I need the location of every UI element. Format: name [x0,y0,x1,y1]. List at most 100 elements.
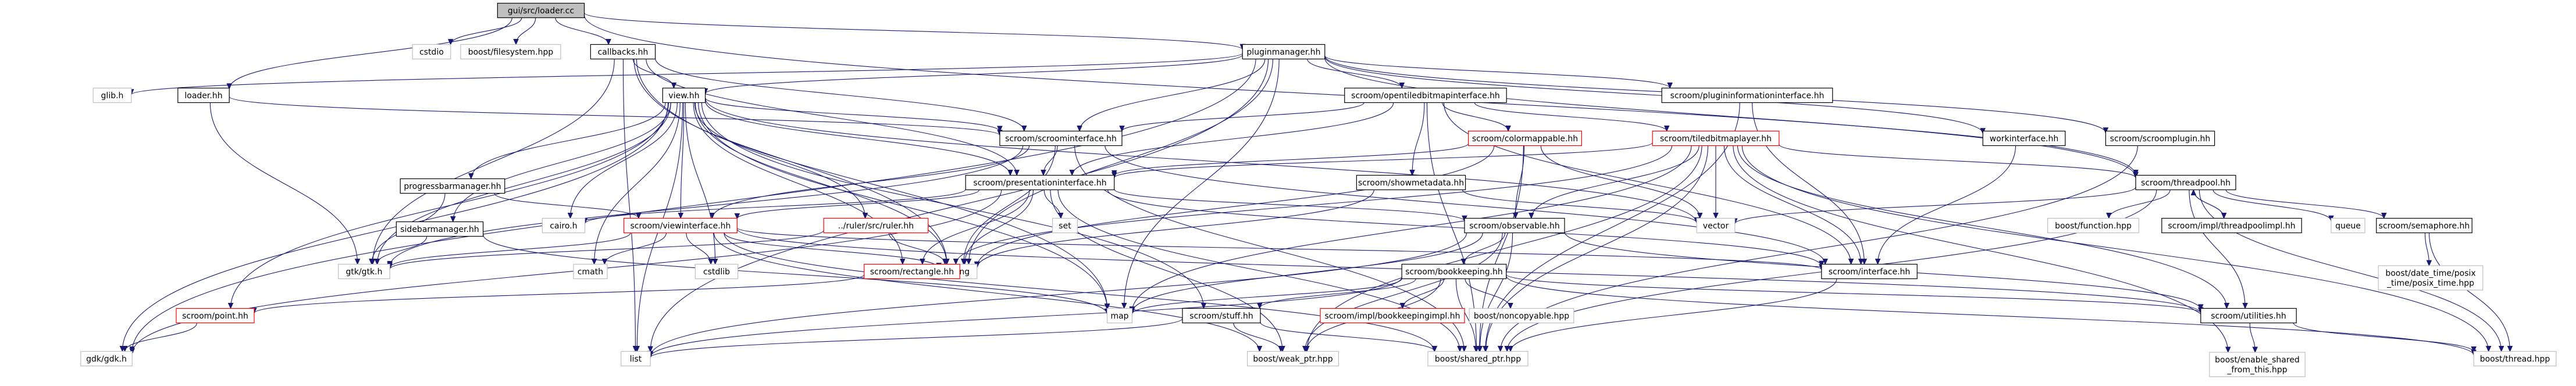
edge-plugininfo-to-interface [1752,102,1865,265]
arrowhead [2242,303,2248,309]
arrowhead [1529,213,1534,219]
node-box [1464,217,1565,234]
node-label: callbacks.hh [598,48,649,57]
arrowhead [2106,213,2112,219]
edge-threadpool-to-vector [1734,187,2136,224]
arrowhead [122,346,128,352]
arrowhead [1508,346,1513,352]
edge-tiledbitmaplayer-to-thread [1741,145,2489,352]
arrowhead [1667,83,1673,89]
node-interface[interactable]: scroom/interface.hh [1821,263,1918,280]
edge-loader_cc-to-loader_hh [229,17,512,89]
edge-tiledbitmaplayer-to-enableshared [1733,145,2229,353]
node-semaphore[interactable]: scroom/semaphore.hh [2376,217,2472,234]
edge-opentiled-to-sharedptr [1426,102,1477,352]
node-queue: queue [2331,217,2365,234]
node-threadpool[interactable]: scroom/threadpool.hh [2135,174,2236,191]
edge-observable-to-list [650,233,1467,357]
arrowhead [1041,170,1046,176]
edge-tiledbitmaplayer-to-presentation [1114,142,1653,178]
edge-scroomplugin-to-sharedptr [1500,145,2138,352]
edge-presentation-to-cairo [585,189,966,224]
node-box [177,87,230,103]
node-bookkeeping[interactable]: scroom/bookkeeping.hh [1401,263,1507,280]
node-loader-hh[interactable]: loader.hh [177,87,230,103]
arrowhead [2507,346,2513,352]
node-presentation[interactable]: scroom/presentationinterface.hh [965,174,1115,191]
edge-loader_cc-to-cstdio [450,17,522,45]
arrowhead [647,346,653,353]
node-map: map [1106,308,1132,324]
node-box [823,217,929,234]
node-colormappable[interactable]: scroom/colormappable.hh [1468,130,1583,146]
node-scroomplugin[interactable]: scroom/scroomplugin.hh [2105,130,2215,146]
node-bookkeepingimpl[interactable]: scroom/impl/bookkeepingimpl.hh [1320,308,1465,324]
node-point[interactable]: scroom/point.hh [176,308,255,324]
edge-viewinterface-to-string [724,233,939,269]
edge-bookkeeping-to-sharedptr [1455,278,1477,352]
arrowhead [1431,346,1438,352]
node-label: scroom/viewinterface.hh [630,221,731,231]
node-box [176,308,255,324]
node-progressbar[interactable]: progressbarmanager.hh [400,178,505,194]
node-tiledbitmaplayer[interactable]: scroom/tiledbitmaplayer.hh [1652,130,1780,146]
edge-view-to-cairo [570,102,678,219]
arrowhead [1858,259,1864,265]
edge-threadpoolimpl-to-threadpool [2193,190,2225,219]
edge-threadpool-to-semaphore [2225,190,2385,219]
node-box [2200,308,2297,324]
edge-view-to-scroominterface [705,97,1000,132]
arrowhead [900,259,906,265]
node-label: scroom/impl/threadpoolimpl.hh [2168,221,2295,231]
node-label: boost/date_time/posix_time/posix_time.hp… [2385,269,2475,288]
node-label: scroom/rectangle.hh [870,267,954,277]
node-showmetadata[interactable]: scroom/showmetadata.hh [1356,174,1466,191]
node-plugininfo[interactable]: scroom/plugininformationinterface.hh [1661,87,1833,103]
node-label: scroom/stuff.hh [1189,312,1253,321]
node-opentiled[interactable]: scroom/opentiledbitmapinterface.hh [1344,87,1507,103]
node-box [662,87,706,103]
node-label: sidebarmanager.hh [400,225,479,234]
edge-loader_hh-to-gtk [209,102,358,265]
edge-threadpool-to-boostfunction [2108,190,2171,219]
node-ruler[interactable]: ../ruler/src/ruler.hh [823,217,929,234]
node-noncopyable: boost/noncopyable.hpp [1469,308,1574,324]
edge-stuff-to-weakptr [1233,323,1281,352]
node-callbacks[interactable]: callbacks.hh [590,44,656,60]
node-box [80,351,133,367]
node-label: boost/thread.hpp [2480,355,2550,364]
node-observable[interactable]: scroom/observable.hh [1464,217,1565,234]
edge-viewinterface-to-interface [736,227,1822,270]
edge-tiledbitmaplayer-to-observable [1531,145,1699,219]
arrowhead [953,259,959,265]
node-label: scroom/tiledbitmaplayer.hh [1660,134,1772,144]
edge-view-to-progressbar [471,102,666,179]
arrowhead [920,259,925,265]
arrowhead [354,259,361,265]
arrowhead [1697,213,1703,219]
node-box [621,351,651,367]
node-view[interactable]: view.hh [662,87,706,103]
node-rectangle[interactable]: scroom/rectangle.hh [864,263,960,280]
edge-loader_hh-to-scroominterface [229,96,1000,136]
node-utilities[interactable]: scroom/utilities.hh [2200,308,2297,324]
edge-plugininfo-to-sharedptr [1485,102,1740,352]
node-sidebar[interactable]: sidebarmanager.hh [396,221,484,237]
node-pluginmanager[interactable]: pluginmanager.hh [1242,44,1326,60]
node-loader-cc[interactable]: gui/src/loader.cc [497,2,585,19]
edge-scroominterface-to-string [963,145,1056,265]
edge-opentiled-to-colormappable [1442,102,1509,131]
node-workinterface[interactable]: workinterface.hh [1982,130,2066,146]
node-boostfunction: boost/function.hpp [2047,217,2140,234]
node-threadpoolimpl[interactable]: scroom/impl/threadpoolimpl.hh [2161,217,2302,234]
node-label: scroom/interface.hh [1829,267,1911,277]
node-stuff[interactable]: scroom/stuff.hh [1182,308,1261,324]
node-label: queue [2335,221,2361,231]
node-label: pluginmanager.hh [1246,48,1320,57]
edge-pluginmanager-to-list [650,59,1269,352]
node-box [541,217,586,234]
node-viewinterface[interactable]: scroom/viewinterface.hh [623,217,737,234]
node-scroominterface[interactable]: scroom/scroominterface.hh [999,130,1123,146]
node-gtk: gtk/gtk.h [338,263,390,280]
